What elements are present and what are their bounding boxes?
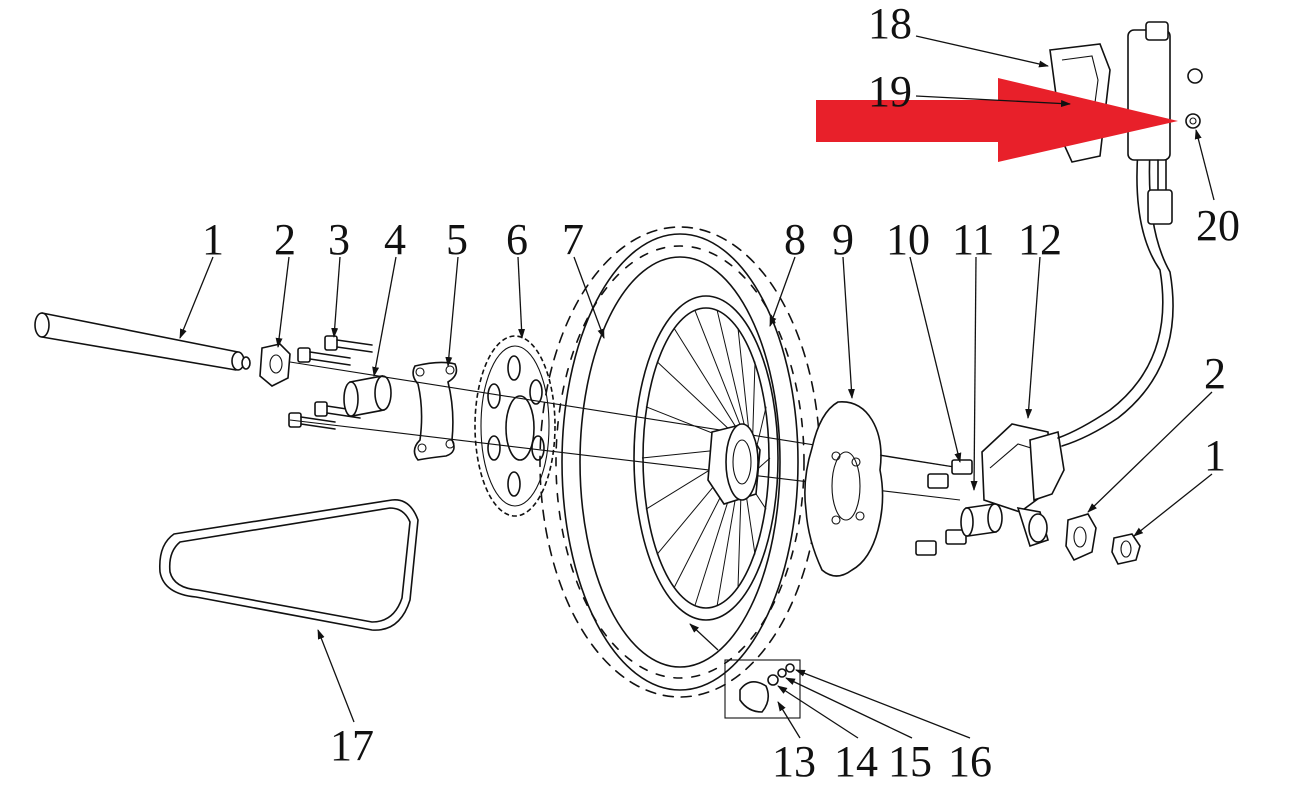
callout-8: 8 bbox=[784, 215, 806, 264]
spoke bbox=[737, 485, 742, 588]
callout-20: 20 bbox=[1196, 201, 1240, 250]
callout-7: 7 bbox=[562, 215, 584, 264]
disc-bolts bbox=[879, 454, 973, 556]
callout-3: 3 bbox=[328, 215, 350, 264]
chain-adjuster-right bbox=[1065, 513, 1097, 562]
callout-6: 6 bbox=[506, 215, 528, 264]
callout-18: 18 bbox=[868, 0, 912, 48]
callout-16: 16 bbox=[948, 737, 992, 786]
valve-inset bbox=[724, 659, 801, 719]
callout-13: 13 bbox=[772, 737, 816, 786]
callout-11: 11 bbox=[952, 215, 994, 264]
callout-10: 10 bbox=[886, 215, 930, 264]
brake-caliper bbox=[981, 423, 1065, 548]
callout-17: 17 bbox=[330, 721, 374, 770]
callout-4: 4 bbox=[384, 215, 406, 264]
callout-12: 12 bbox=[1018, 215, 1062, 264]
spoke bbox=[673, 327, 744, 439]
callout-1-right: 1 bbox=[1204, 431, 1226, 480]
rear-sprocket bbox=[474, 335, 556, 517]
leader-lines bbox=[179, 35, 1215, 739]
brake-disc bbox=[804, 401, 884, 577]
drive-chain bbox=[158, 499, 419, 631]
chain-adjuster-left bbox=[259, 343, 291, 387]
spoke bbox=[656, 361, 740, 440]
callout-19: 19 bbox=[868, 67, 912, 116]
spoke bbox=[716, 310, 750, 445]
red-pointer-arrow bbox=[816, 78, 1178, 162]
axle-spacer-left bbox=[343, 375, 392, 417]
axle-spacer-right bbox=[960, 503, 1003, 537]
axle-nut-right bbox=[1111, 533, 1141, 565]
callout-9: 9 bbox=[832, 215, 854, 264]
spoke bbox=[694, 310, 747, 441]
sprocket-lock-plate bbox=[412, 361, 458, 461]
callout-labels: 1 2 3 4 5 6 7 8 9 10 11 12 2 1 13 14 15 … bbox=[202, 0, 1240, 786]
callout-14: 14 bbox=[834, 737, 878, 786]
rear-axle bbox=[34, 312, 251, 371]
rear-wheel-assembly bbox=[539, 226, 821, 698]
callout-2-left: 2 bbox=[274, 215, 296, 264]
callout-15: 15 bbox=[888, 737, 932, 786]
callout-5: 5 bbox=[446, 215, 468, 264]
callout-1-left: 1 bbox=[202, 215, 224, 264]
sprocket-bolts bbox=[288, 335, 373, 430]
callout-2-right: 2 bbox=[1204, 349, 1226, 398]
spoke bbox=[716, 483, 739, 606]
